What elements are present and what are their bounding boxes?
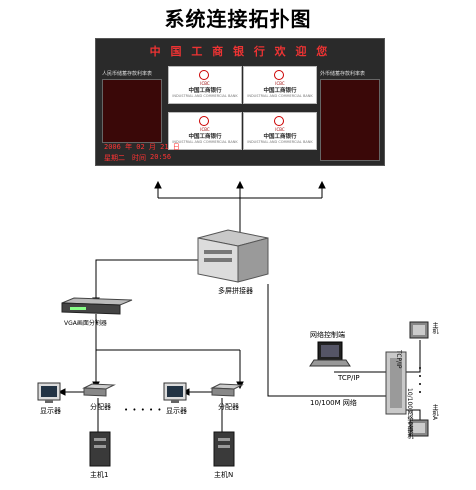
board-time-value: 20:56 [150,153,172,161]
display-tile-1: ICBC 中国工商银行 INDUSTRIAL AND COMMERCIAL BA… [168,66,242,104]
ellipsis-dots: • • • • • [124,406,163,414]
tile-logo-text: ICBC [200,81,210,86]
icbc-logo-icon [199,70,209,80]
distributor-icon-1 [82,383,116,397]
distributor-1-label: 分配器 [90,403,111,411]
switch-tcp-label: TCP/IP [395,350,402,369]
distributor-2-label: 分配器 [218,403,239,411]
tile-logo-text: ICBC [200,127,210,132]
vga-splitter-label: VGA画面分割器 [64,320,107,327]
icbc-logo-icon [199,116,209,126]
network-label: 10/100M 网络 [310,399,357,407]
board-header: 中 国 工 商 银 行 欢 迎 您 [149,45,331,58]
tile-bank-name: 中国工商银行 [188,88,222,94]
tile-sub-text: INDUSTRIAL AND COMMERCIAL BANK [172,94,238,98]
tile-sub-text: INDUSTRIAL AND COMMERCIAL BANK [247,94,313,98]
host-right-a-label: 主机A [431,404,438,421]
monitor-1-label: 显示器 [40,407,61,415]
tcp-ip-label: TCP/IP [338,374,360,382]
monitor-icon-1 [37,382,61,403]
splicer-icon [197,229,269,283]
left-panel-title: 人民币储蓄存款利率表 [102,71,153,77]
icbc-logo-icon [274,70,284,80]
host-icon-right-a [409,419,429,437]
arrowheads [57,180,326,396]
right-rate-grid [320,79,380,161]
host-right-top-label: 主机 [431,322,438,334]
host-icon-right-top [409,321,429,339]
switch-label: 10/100网络交换机 [406,388,413,440]
connection-lines [62,186,421,432]
left-rate-grid [102,79,162,143]
tile-logo-text: ICBC [275,127,285,132]
host-1-label: 主机1 [90,471,109,479]
diagram-title: 系统连接拓扑图 [164,7,312,31]
tile-sub-text: INDUSTRIAL AND COMMERCIAL BANK [247,140,313,144]
host-icon-n [213,431,235,467]
icbc-logo-icon [274,116,284,126]
distributor-icon-2 [210,383,244,397]
tile-sub-text: INDUSTRIAL AND COMMERCIAL BANK [172,140,238,144]
tile-logo-text: ICBC [275,81,285,86]
network-control-label: 网络控制端 [310,331,345,339]
monitor-2-label: 显示器 [166,407,187,415]
tile-bank-name: 中国工商银行 [263,134,297,140]
led-display-board: 中 国 工 商 银 行 欢 迎 您 人民币储蓄存款利率表 外币储蓄存款利率表 I… [95,38,385,166]
board-time-label: 时间 [132,154,146,162]
board-weekday: 星期二 [104,154,125,162]
right-panel-title: 外币储蓄存款利率表 [320,71,366,77]
tile-bank-name: 中国工商银行 [188,134,222,140]
host-n-label: 主机N [214,471,234,479]
display-tile-2: ICBC 中国工商银行 INDUSTRIAL AND COMMERCIAL BA… [243,66,317,104]
display-tile-3: ICBC 中国工商银行 INDUSTRIAL AND COMMERCIAL BA… [168,112,242,150]
monitor-icon-2 [163,382,187,403]
host-icon-1 [89,431,111,467]
tile-bank-name: 中国工商银行 [263,88,297,94]
vertical-dots [419,367,421,393]
display-tile-4: ICBC 中国工商银行 INDUSTRIAL AND COMMERCIAL BA… [243,112,317,150]
board-date: 2006 年 02 月 21 日 [104,143,180,151]
vga-splitter-icon [61,297,133,315]
laptop-icon [309,341,351,367]
splicer-label: 多屏拼接器 [218,287,253,295]
network-switch-icon [385,351,407,415]
